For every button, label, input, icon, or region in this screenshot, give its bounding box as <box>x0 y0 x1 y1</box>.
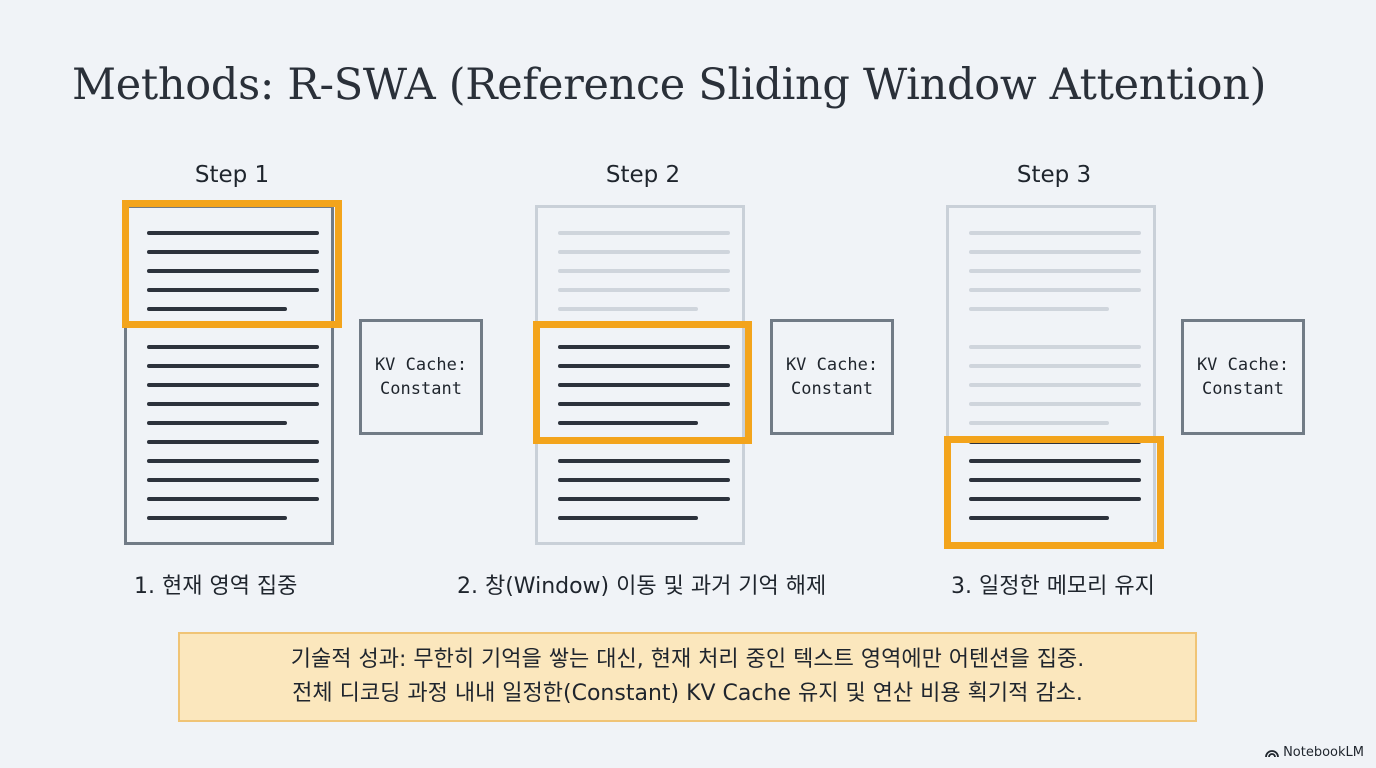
step-3-caption: 3. 일정한 메모리 유지 <box>951 574 1155 599</box>
document-text-line <box>969 231 1141 235</box>
document-text-line <box>969 269 1141 273</box>
document-text-line <box>558 288 730 292</box>
summary-box: 기술적 성과: 무한히 기억을 쌓는 대신, 현재 처리 중인 텍스트 영역에만… <box>178 632 1197 722</box>
document-text-line <box>558 421 698 425</box>
document-text-line <box>558 459 730 463</box>
document-text-line <box>969 516 1109 520</box>
page-title: Methods: R-SWA (Reference Sliding Window… <box>72 60 1267 110</box>
kv-cache-label: KV Cache: <box>785 355 879 375</box>
brand-name: NotebookLM <box>1283 745 1364 760</box>
step-3-kv-cache-box: KV Cache: Constant <box>1181 319 1305 435</box>
document-text-line <box>558 516 698 520</box>
document-text-line <box>147 478 319 482</box>
step-1-label: Step 1 <box>194 162 270 188</box>
document-text-line <box>969 383 1141 387</box>
document-text-line <box>147 440 319 444</box>
document-text-line <box>558 269 730 273</box>
document-text-line <box>558 364 730 368</box>
document-text-line <box>969 345 1141 349</box>
document-text-line <box>147 307 287 311</box>
step-2-attention-window <box>533 321 752 444</box>
document-text-line <box>147 459 319 463</box>
step-2-kv-cache-box: KV Cache: Constant <box>770 319 894 435</box>
step-1-attention-window <box>122 200 342 328</box>
document-text-line <box>147 516 287 520</box>
document-text-line <box>969 288 1141 292</box>
document-text-line <box>147 345 319 349</box>
step-2-label: Step 2 <box>605 162 681 188</box>
document-text-line <box>558 497 730 501</box>
document-text-line <box>147 288 319 292</box>
document-text-line <box>558 250 730 254</box>
document-text-line <box>969 421 1109 425</box>
kv-cache-value: Constant <box>791 379 873 399</box>
step-1-document <box>124 205 334 545</box>
kv-cache-value: Constant <box>1202 379 1284 399</box>
document-text-line <box>969 459 1141 463</box>
summary-line-2: 전체 디코딩 과정 내내 일정한(Constant) KV Cache 유지 및… <box>292 681 1083 706</box>
step-3-document <box>946 205 1156 545</box>
document-text-line <box>147 269 319 273</box>
step-2-caption: 2. 창(Window) 이동 및 과거 기억 해제 <box>457 574 827 599</box>
document-text-line <box>558 478 730 482</box>
document-text-line <box>558 307 698 311</box>
document-text-line <box>558 345 730 349</box>
document-text-line <box>969 478 1141 482</box>
step-1-kv-cache-box: KV Cache: Constant <box>359 319 483 435</box>
document-text-line <box>969 364 1141 368</box>
kv-cache-label: KV Cache: <box>1196 355 1290 375</box>
kv-cache-value: Constant <box>380 379 462 399</box>
step-3-label: Step 3 <box>1016 162 1092 188</box>
document-text-line <box>969 402 1141 406</box>
document-text-line <box>969 307 1109 311</box>
document-text-line <box>558 231 730 235</box>
document-text-line <box>147 421 287 425</box>
document-text-line <box>147 250 319 254</box>
document-text-line <box>147 497 319 501</box>
document-text-line <box>558 402 730 406</box>
document-text-line <box>558 383 730 387</box>
document-text-line <box>147 231 319 235</box>
brand-watermark: NotebookLM <box>1265 745 1364 760</box>
notebooklm-logo-icon <box>1265 749 1279 757</box>
document-text-line <box>969 497 1141 501</box>
document-text-line <box>969 250 1141 254</box>
kv-cache-label: KV Cache: <box>374 355 468 375</box>
document-text-line <box>147 364 319 368</box>
document-text-line <box>147 402 319 406</box>
step-1-caption: 1. 현재 영역 집중 <box>134 574 298 599</box>
summary-line-1: 기술적 성과: 무한히 기억을 쌓는 대신, 현재 처리 중인 텍스트 영역에만… <box>290 647 1085 672</box>
step-3-attention-window <box>944 436 1164 549</box>
document-text-line <box>147 383 319 387</box>
